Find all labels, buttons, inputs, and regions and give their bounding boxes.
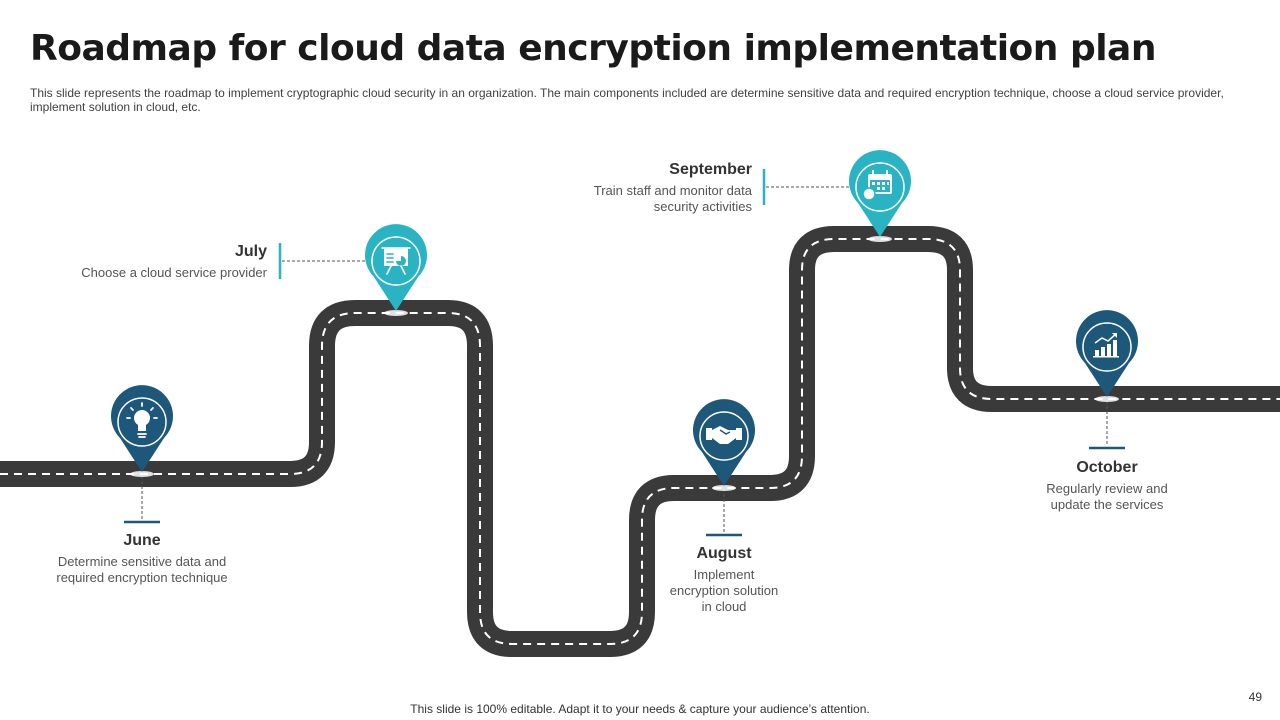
milestone-pin-july (365, 224, 427, 316)
milestone-month: October (1076, 459, 1138, 476)
milestone-pin-august (693, 399, 755, 491)
connector-july (278, 243, 366, 279)
slide-footer: This slide is 100% editable. Adapt it to… (410, 702, 870, 716)
road (0, 226, 1280, 657)
connector-september (762, 169, 850, 205)
milestone-october: October Regularly review and update the … (1037, 459, 1177, 513)
connector-october (1089, 401, 1125, 450)
lightbulb-icon (126, 402, 158, 438)
milestone-june: June Determine sensitive data and requir… (42, 532, 242, 586)
connector-june (124, 476, 160, 524)
milestone-description: Train staff and monitor data security ac… (593, 183, 752, 214)
milestone-month: July (234, 243, 267, 260)
milestone-description: Choose a cloud service provider (81, 265, 267, 280)
milestone-pin-june (111, 385, 173, 477)
milestone-august: August Implement encryption solution in … (664, 545, 784, 615)
slide-subtitle: This slide represents the roadmap to imp… (30, 86, 1224, 114)
milestone-september: September Train staff and monitor data s… (592, 161, 752, 215)
milestone-month: June (123, 532, 161, 549)
milestone-pin-september (849, 150, 911, 242)
presentation-board-icon (381, 247, 411, 275)
milestone-description: Determine sensitive data and required en… (56, 554, 228, 585)
connector-august (706, 489, 742, 537)
slide-title: Roadmap for cloud data encryption implem… (30, 28, 1156, 69)
milestone-description: Regularly review and update the services (1046, 481, 1168, 512)
milestone-month: September (669, 161, 752, 178)
milestone-month: August (696, 545, 752, 562)
bar-chart-growth-icon (1093, 333, 1119, 358)
calendar-icon (862, 170, 892, 201)
milestone-description: Implement encryption solution in cloud (669, 567, 779, 614)
page-number: 49 (1248, 690, 1262, 704)
milestone-pin-october (1076, 310, 1138, 402)
handshake-icon (706, 426, 742, 444)
milestone-july: July Choose a cloud service provider (60, 243, 267, 281)
